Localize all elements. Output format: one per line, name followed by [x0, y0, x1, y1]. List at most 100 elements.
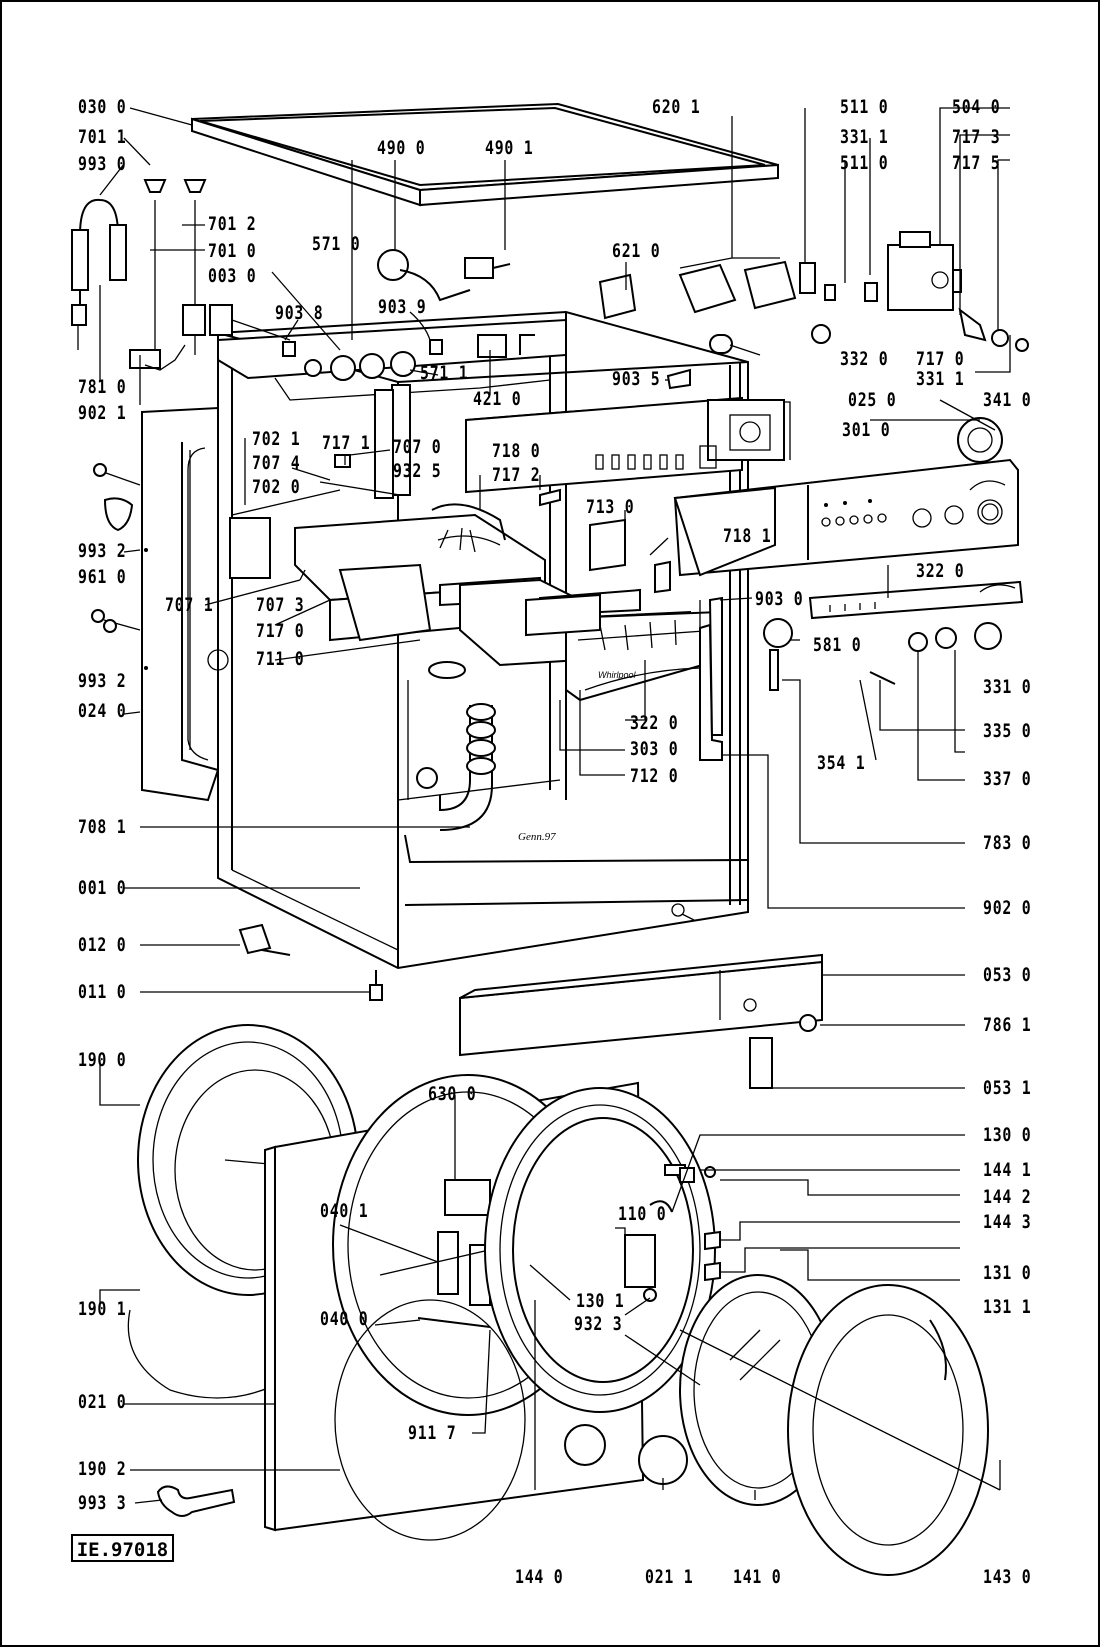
label-144-3: 144 3 — [983, 1211, 1032, 1233]
date-mark: Genn.97 — [518, 831, 556, 843]
label-630-0: 630 0 — [428, 1083, 477, 1105]
label-332-0: 332 0 — [840, 348, 889, 370]
label-144-2: 144 2 — [983, 1186, 1032, 1208]
label-511-0-b: 511 0 — [840, 152, 889, 174]
label-130-1: 130 1 — [576, 1290, 625, 1312]
label-717-3: 717 3 — [952, 126, 1001, 148]
hoses-left — [71, 179, 291, 380]
brand-mark: Whirlpool — [598, 670, 637, 680]
label-911-7: 911 7 — [408, 1422, 457, 1444]
label-354-1: 354 1 — [817, 752, 866, 774]
label-144-1: 144 1 — [983, 1159, 1032, 1181]
label-421-0: 421 0 — [473, 388, 522, 410]
label-701-0: 701 0 — [208, 240, 257, 262]
label-040-1: 040 1 — [320, 1200, 369, 1222]
label-701-1: 701 1 — [78, 126, 127, 148]
dispenser-assembly: Whirlpool — [294, 503, 721, 702]
label-717-0-b: 717 0 — [256, 620, 305, 642]
label-190-0: 190 0 — [78, 1049, 127, 1071]
label-702-0: 702 0 — [252, 476, 301, 498]
label-025-0: 025 0 — [848, 389, 897, 411]
label-711-0: 711 0 — [256, 648, 305, 670]
door-glass-assembly — [679, 1274, 1001, 1576]
label-303-0: 303 0 — [630, 738, 679, 760]
label-707-3: 707 3 — [256, 594, 305, 616]
pressure-switch-etc — [539, 488, 1002, 761]
top-lid — [191, 102, 779, 207]
label-993-3: 993 3 — [78, 1492, 127, 1514]
label-131-0: 131 0 — [983, 1262, 1032, 1284]
label-783-0: 783 0 — [983, 832, 1032, 854]
label-331-1-b: 331 1 — [916, 368, 965, 390]
label-130-0: 130 0 — [983, 1124, 1032, 1146]
label-717-5: 717 5 — [952, 152, 1001, 174]
control-panel — [673, 458, 1019, 577]
label-322-0-b: 322 0 — [630, 712, 679, 734]
label-961-0: 961 0 — [78, 566, 127, 588]
label-331-1-a: 331 1 — [840, 126, 889, 148]
label-702-1: 702 1 — [252, 428, 301, 450]
timer-and-switches — [598, 231, 1029, 463]
label-571-0: 571 0 — [312, 233, 361, 255]
label-903-9: 903 9 — [378, 296, 427, 318]
label-718-0: 718 0 — [492, 440, 541, 462]
feet-and-plinth — [238, 923, 823, 1089]
label-621-0: 621 0 — [612, 240, 661, 262]
label-581-0: 581 0 — [813, 634, 862, 656]
inlet-valves — [282, 249, 511, 381]
label-713-0: 713 0 — [586, 496, 635, 518]
upper-rail — [217, 318, 785, 499]
label-003-0: 003 0 — [208, 265, 257, 287]
label-571-1: 571 1 — [420, 362, 469, 384]
label-701-2: 701 2 — [208, 213, 257, 235]
side-fasteners — [91, 454, 401, 633]
label-781-0: 781 0 — [78, 376, 127, 398]
label-708-1: 708 1 — [78, 816, 127, 838]
label-902-1: 902 1 — [78, 402, 127, 424]
label-337-0: 337 0 — [983, 768, 1032, 790]
label-331-0: 331 0 — [983, 676, 1032, 698]
drawing-code-box: IE.97018 — [71, 1534, 174, 1562]
label-932-3: 932 3 — [574, 1313, 623, 1335]
label-707-1: 707 1 — [165, 594, 214, 616]
label-021-0: 021 0 — [78, 1391, 127, 1413]
label-053-0: 053 0 — [983, 964, 1032, 986]
label-712-0: 712 0 — [630, 765, 679, 787]
label-993-0: 993 0 — [78, 153, 127, 175]
label-504-0: 504 0 — [952, 96, 1001, 118]
label-012-0: 012 0 — [78, 934, 127, 956]
label-335-0: 335 0 — [983, 720, 1032, 742]
label-490-0: 490 0 — [377, 137, 426, 159]
label-011-0: 011 0 — [78, 981, 127, 1003]
leader-lines — [99, 107, 1011, 1504]
label-707-4: 707 4 — [252, 452, 301, 474]
label-190-2: 190 2 — [78, 1458, 127, 1480]
label-993-2-a: 993 2 — [78, 540, 127, 562]
drain-hose — [416, 661, 496, 831]
label-786-1: 786 1 — [983, 1014, 1032, 1036]
label-040-0: 040 0 — [320, 1308, 369, 1330]
label-001-0: 001 0 — [78, 877, 127, 899]
label-024-0: 024 0 — [78, 700, 127, 722]
label-903-0: 903 0 — [755, 588, 804, 610]
label-322-0-a: 322 0 — [916, 560, 965, 582]
panel-strip — [808, 580, 1024, 620]
label-932-5: 932 5 — [393, 460, 442, 482]
label-021-1: 021 1 — [645, 1566, 694, 1588]
label-143-0: 143 0 — [983, 1566, 1032, 1588]
label-301-0: 301 0 — [842, 419, 891, 441]
label-717-0-a: 717 0 — [916, 348, 965, 370]
label-718-1: 718 1 — [723, 525, 772, 547]
label-707-0: 707 0 — [393, 436, 442, 458]
label-490-1: 490 1 — [485, 137, 534, 159]
label-144-0: 144 0 — [515, 1566, 564, 1588]
label-717-1: 717 1 — [322, 432, 371, 454]
label-131-1: 131 1 — [983, 1296, 1032, 1318]
label-190-1: 190 1 — [78, 1298, 127, 1320]
door-frame — [484, 1087, 721, 1485]
label-110-0: 110 0 — [618, 1203, 667, 1225]
label-717-2: 717 2 — [492, 464, 541, 486]
